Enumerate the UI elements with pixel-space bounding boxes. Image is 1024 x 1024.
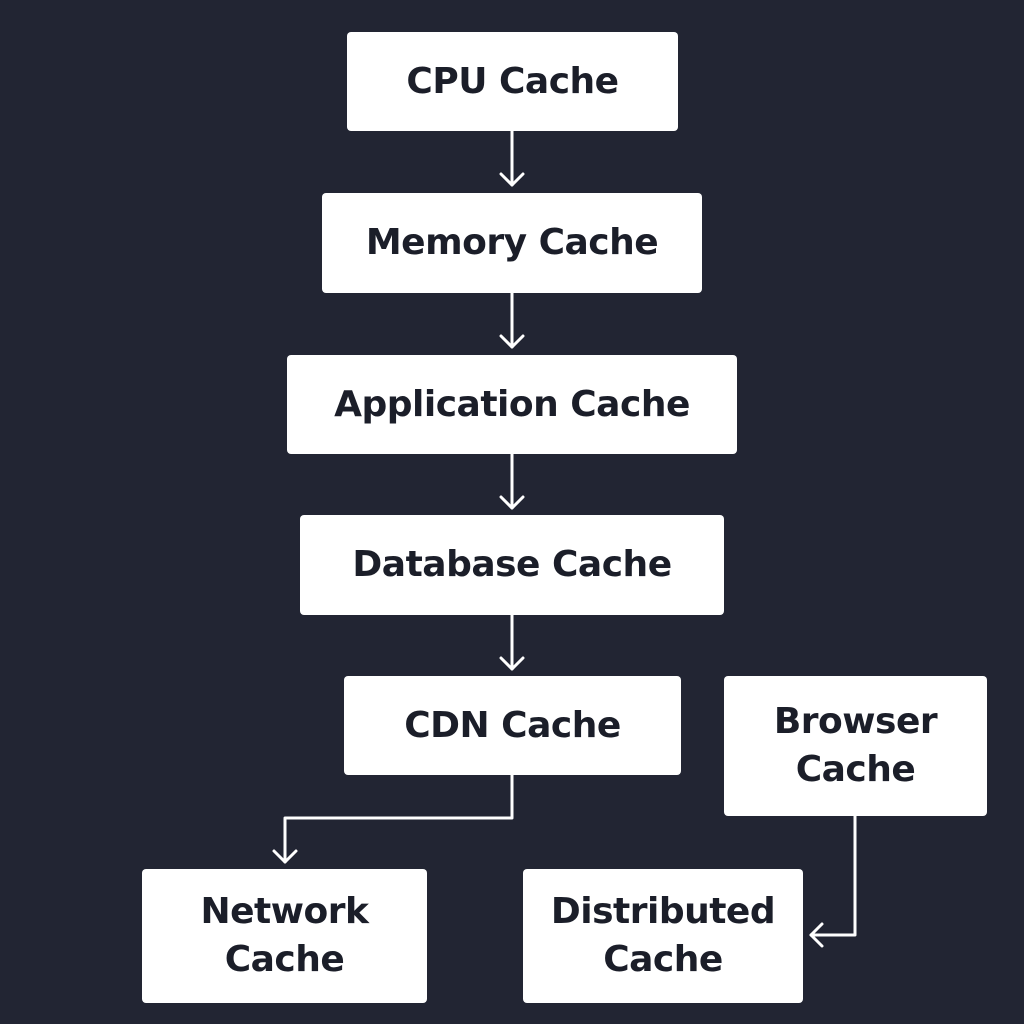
arrow-application-to-database	[499, 452, 525, 510]
arrow-database-to-cdn	[499, 613, 525, 671]
distributed-cache-node: Distributed Cache	[523, 869, 803, 1003]
database-cache-node: Database Cache	[300, 515, 724, 615]
arrow-cpu-to-memory	[499, 129, 525, 187]
arrow-memory-to-application	[499, 291, 525, 349]
memory-cache-node: Memory Cache	[322, 193, 702, 293]
arrow-cdn-to-network	[272, 773, 514, 864]
arrow-browser-to-distributed	[809, 814, 857, 948]
cdn-cache-node: CDN Cache	[344, 676, 681, 775]
application-cache-node: Application Cache	[287, 355, 737, 454]
cpu-cache-node: CPU Cache	[347, 32, 678, 131]
browser-cache-node: Browser Cache	[724, 676, 987, 816]
network-cache-node: Network Cache	[142, 869, 427, 1003]
